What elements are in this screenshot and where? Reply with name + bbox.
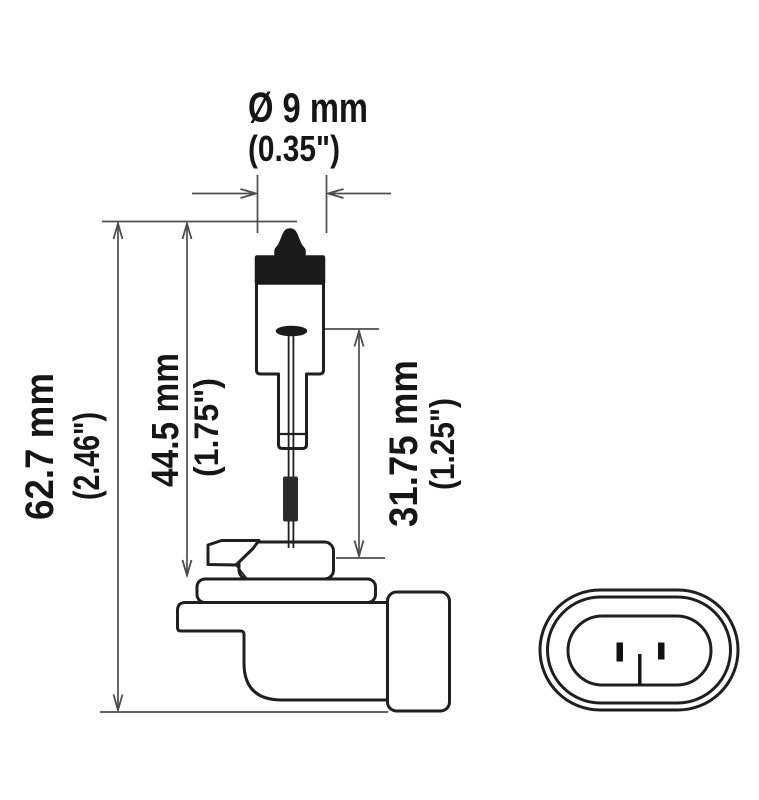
dimension-labels: Ø 9 mm (0.35") 62.7 mm (2.46") 44.5 mm (… (18, 84, 462, 527)
dimension-lines (100, 175, 391, 713)
base-body (176, 601, 392, 702)
glass-envelope (255, 256, 325, 450)
lead-wire-sleeve (283, 476, 298, 522)
diameter-label-metric: Ø 9 mm (248, 84, 368, 131)
connector-pin-left (616, 642, 623, 662)
black-top-coating (254, 255, 326, 285)
collar-key-tab-edge (235, 564, 247, 579)
overall-length-label-metric: 62.7 mm (18, 373, 62, 520)
glass-length-label-imperial: (1.75") (188, 378, 226, 477)
bulb-side-view (176, 228, 451, 713)
filament-length-label-metric: 31.75 mm (382, 360, 426, 527)
filament-length-label-imperial: (1.25") (424, 398, 462, 490)
base-flange (195, 577, 377, 604)
filament-disc (275, 325, 308, 337)
connector-housing (386, 590, 451, 713)
diameter-label-imperial: (0.35") (248, 128, 340, 169)
glass-length-label-metric: 44.5 mm (145, 353, 187, 487)
overall-length-label-imperial: (2.46") (66, 412, 107, 500)
connector-pin-right (658, 642, 665, 660)
connector-middle-ring (546, 595, 732, 705)
collar-key-tab (206, 539, 261, 567)
exhaust-tip (274, 228, 306, 259)
connector-end-view (538, 588, 740, 712)
